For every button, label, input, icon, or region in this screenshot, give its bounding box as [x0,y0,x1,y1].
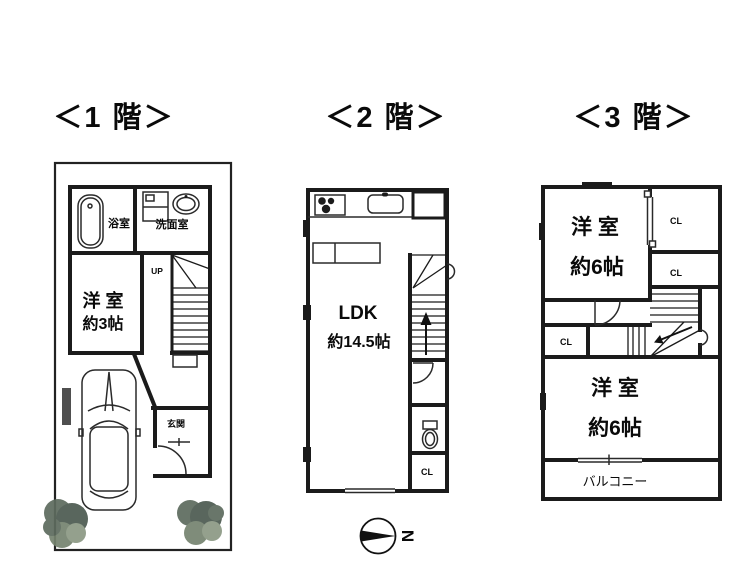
porch-step [172,354,198,368]
western-room2-label: 洋 室 [591,376,639,400]
bathroom-label: 浴室 [108,216,130,230]
door-arc-icon [412,362,434,384]
sink-icon [172,193,200,215]
closet1-label: CL [670,216,682,226]
bathtub-icon [77,194,104,249]
car-icon [78,369,141,511]
sliding-window-icon [345,486,395,495]
western-room1-label: 洋 室 [571,215,619,239]
toilet-icon [421,420,439,450]
floor-1-title: ＜1 階＞ [53,102,175,134]
western-room2-size: 約6帖 [588,416,642,440]
window-mark [303,305,311,320]
refrigerator-icon [411,190,447,220]
entrance-label: 玄関 [167,418,185,429]
compass-needle [361,530,396,542]
washroom-label: 洗面室 [156,217,189,231]
floor-3-outline [541,185,722,501]
window-mark [303,447,311,462]
tree-icon-right [177,500,224,545]
washing-machine-icon [142,191,169,222]
western-room-size: 約3帖 [83,314,124,333]
closet2-label: CL [670,268,682,278]
floor-1-plan: 浴室 洗面室 洋 室 約3帖 UP 玄関 [43,161,233,552]
window-mark [303,220,310,237]
north-label: N [398,530,417,542]
window-mark [540,393,546,410]
kitchen-stove-icon [314,194,346,216]
western-room-label: 洋 室 [82,290,123,311]
window-mark [539,223,545,240]
door-arc-icon [594,299,621,326]
floor-1-walls [68,185,212,478]
sliding-door-icon [643,190,657,248]
floor-3-title: ＜3 階＞ [573,102,695,134]
tree-icon-left [43,499,88,548]
floor-3-plan: 洋 室 約6帖 CL CL CL 洋 室 約6帖 バルコニー [539,182,722,501]
compass-icon: N [359,517,417,555]
ldk-size: 約14.5帖 [327,332,390,351]
kitchen-sink-icon [367,192,404,214]
exterior-door-arc-icon [699,329,709,346]
staircase [627,293,701,358]
wall-mark [582,182,612,187]
balcony-sliding-door-icon [578,454,642,465]
direction-arrow-icon [420,312,432,355]
island-counter [312,242,381,264]
staircase [410,254,448,352]
balcony-label: バルコニー [583,474,648,489]
western-room1-size: 約6帖 [570,255,624,279]
floor-2-plan: LDK 約14.5帖 CL [303,188,456,495]
floor-2-title: ＜2 階＞ [325,102,447,134]
closet3-label: CL [560,337,572,347]
gate-icon [62,388,71,425]
exterior-door-arc-icon [446,263,456,280]
floor-2-inner-walls [408,253,449,493]
stairs-up-label: UP [151,266,163,276]
entrance-door-arc-icon [157,438,190,475]
staircase [170,253,211,355]
site-boundary [53,161,233,552]
closet-label: CL [421,467,433,477]
direction-arrow-icon [654,326,693,344]
ldk-label: LDK [338,303,377,324]
